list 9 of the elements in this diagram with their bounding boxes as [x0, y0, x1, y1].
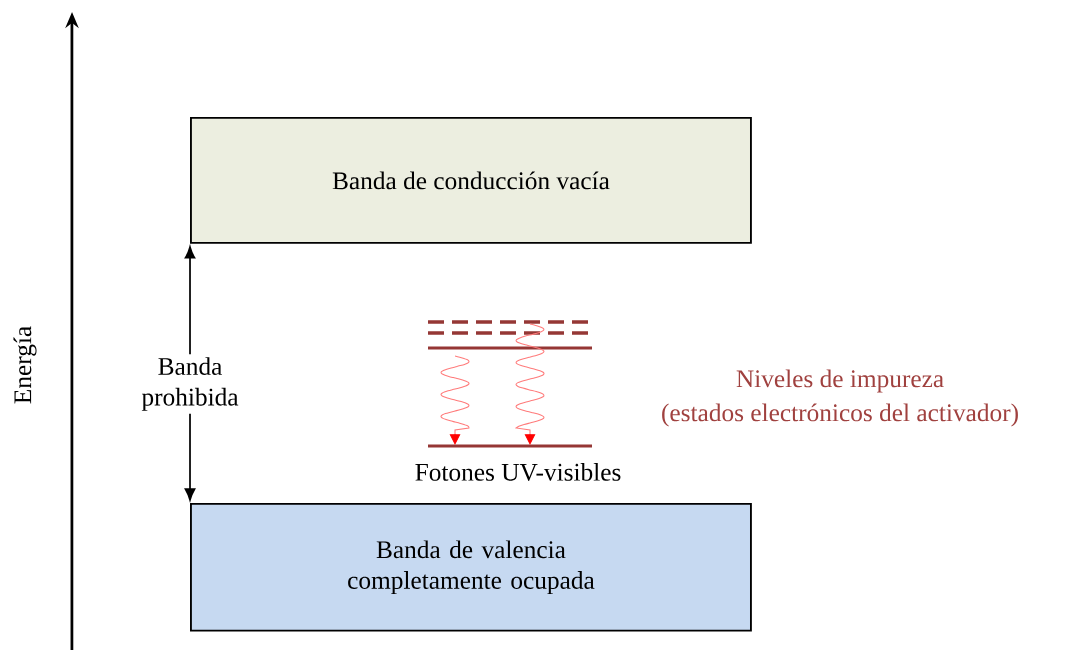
conduction-band-box: Banda de conducción vacía	[190, 117, 752, 244]
arrow	[184, 412, 196, 501]
arrow	[184, 246, 196, 356]
impurity-label: (estados electrónicos del activador)	[662, 403, 1018, 427]
axis-label: Energía	[13, 326, 37, 404]
valence-band-box: Banda de valencia completamente ocupada	[190, 503, 752, 632]
impurity-label: Niveles de impureza	[736, 369, 944, 393]
photon-label: Fotones UV-visibles	[415, 463, 621, 481]
band-gap-label: Banda prohibida	[141, 357, 239, 411]
